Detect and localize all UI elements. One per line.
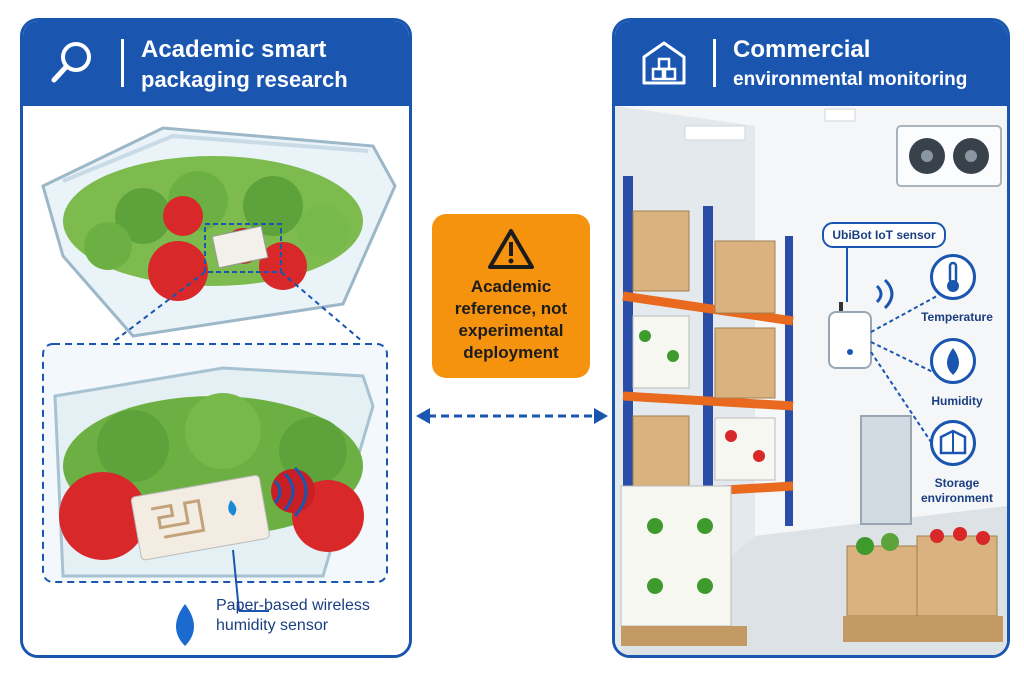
sensor-caption: Paper-based wireless humidity sensor [216, 596, 370, 636]
cooling-unit [896, 125, 1002, 187]
droplet-icon [947, 348, 959, 375]
packaging-illustration [41, 126, 397, 646]
comparison-arrow [416, 408, 608, 424]
academic-title-line2: packaging research [141, 67, 348, 92]
zoomed-container-view [42, 343, 388, 612]
academic-panel-title: Academic smart packaging research [141, 35, 399, 95]
academic-panel-body [23, 106, 409, 655]
academic-title-line1: Academic smart [141, 36, 327, 63]
commercial-title-line2: environmental monitoring [733, 69, 968, 90]
header-divider [121, 39, 124, 87]
sensor-tag: UbiBot IoT sensor [822, 222, 946, 248]
iot-sensor-device [828, 246, 938, 452]
humidity-callout [930, 338, 976, 384]
academic-panel-header: Academic smart packaging research [23, 21, 409, 106]
storage-callout [930, 420, 976, 466]
commercial-panel: Commercial environmental monitoring [612, 18, 1010, 658]
disclaimer-line4: deployment [463, 343, 559, 362]
storage-label-line2: environment [920, 491, 993, 505]
pallet-racks [622, 176, 794, 566]
disclaimer-line3: experimental [458, 321, 564, 340]
clamshell-container-overview [41, 126, 397, 338]
sensor-caption-line1: Paper-based wireless [216, 597, 370, 614]
storage-label: Storage environment [912, 476, 1002, 506]
produce-boxes [620, 485, 1003, 646]
thermometer-icon [947, 261, 959, 292]
storage-label-line1: Storage [934, 476, 980, 490]
commercial-panel-body [615, 106, 1007, 655]
sensor-caption-line2: humidity sensor [216, 617, 329, 634]
commercial-title-line1: Commercial [733, 36, 871, 63]
disclaimer-text: Academic reference, not experimental dep… [438, 276, 584, 364]
header-divider [713, 39, 716, 87]
disclaimer-box: Academic reference, not experimental dep… [432, 214, 590, 378]
humidity-label: Humidity [931, 394, 983, 408]
warehouse-icon [642, 41, 686, 85]
storage-box-icon [939, 429, 967, 455]
commercial-panel-header: Commercial environmental monitoring [615, 21, 1007, 106]
commercial-panel-title: Commercial environmental monitoring [733, 35, 997, 95]
magnifier-icon [51, 42, 91, 83]
disclaimer-line2: reference, not [454, 299, 568, 318]
thermometer-callout [930, 254, 976, 300]
warning-icon [488, 229, 534, 269]
disclaimer-line1: Academic [470, 277, 552, 296]
droplet-icon [176, 604, 194, 646]
academic-panel: Academic smart packaging research [20, 18, 412, 658]
temperature-label: Temperature [921, 310, 993, 324]
warehouse-illustration [615, 106, 1007, 655]
